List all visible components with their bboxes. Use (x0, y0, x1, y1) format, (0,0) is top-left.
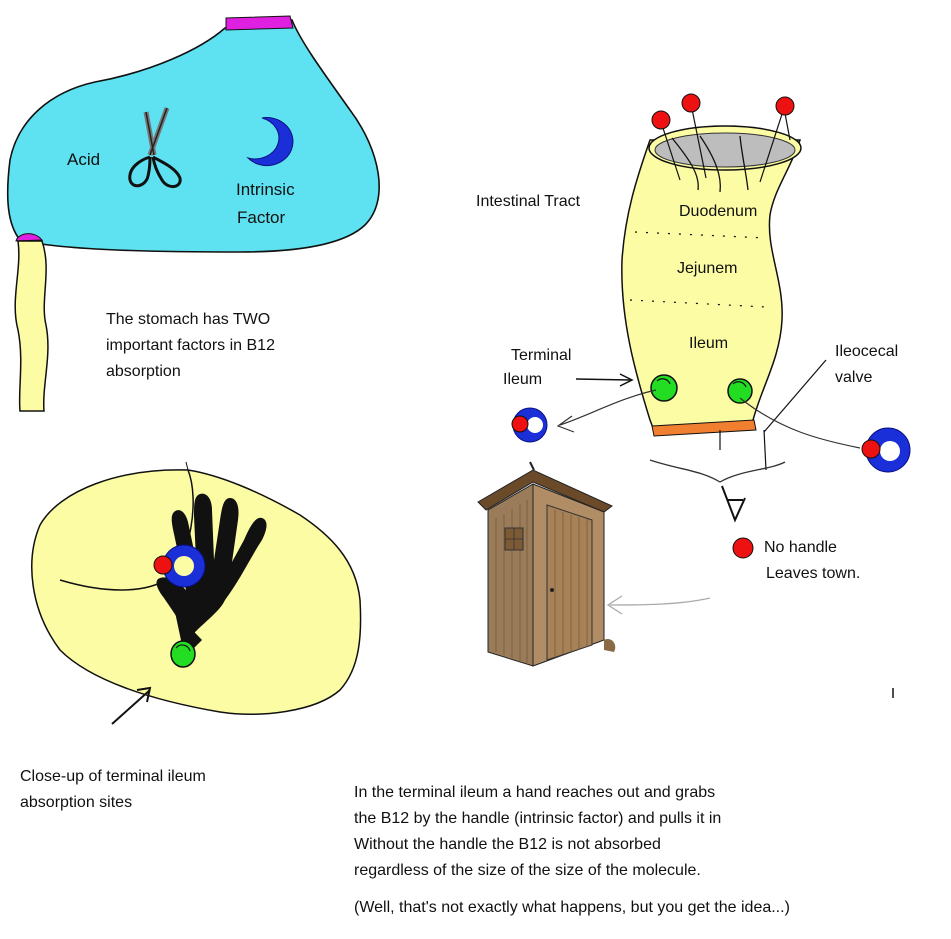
stomach-caption-line: absorption (106, 359, 275, 385)
terminal-label-2: Ileum (503, 370, 542, 389)
no-handle-label-1: No handle (764, 538, 837, 557)
explanation-line: the B12 by the handle (intrinsic factor)… (354, 806, 721, 832)
b12-molecule-icon (682, 94, 700, 112)
closeup (32, 462, 361, 724)
ileum-label: Ileum (689, 334, 728, 353)
outhouse-icon (478, 462, 615, 666)
b12-molecule-icon (776, 97, 794, 115)
stomach-esophagus-opening (226, 16, 293, 30)
waste-brace (650, 460, 785, 482)
b12-molecule-icon (512, 416, 528, 432)
explanation-line: In the terminal ileum a hand reaches out… (354, 780, 721, 806)
explanation-line: Without the handle the B12 is not absorb… (354, 832, 721, 858)
stomach-caption-line: important factors in B12 (106, 333, 275, 359)
intrinsic-label-1: Intrinsic (236, 180, 295, 200)
stomach-caption: The stomach has TWO important factors in… (106, 307, 275, 385)
terminal-label-1: Terminal (511, 346, 571, 365)
passing-b12-complex (862, 428, 910, 472)
intestine-body (622, 140, 800, 433)
closeup-arrow (112, 690, 150, 724)
absorbed-b12-complex (512, 408, 547, 442)
closeup-caption-line: Close-up of terminal ileum (20, 764, 206, 790)
acid-label: Acid (67, 150, 100, 170)
b12-molecule-icon (154, 556, 172, 574)
waste-down-arrow (722, 486, 745, 520)
receptor-site (171, 641, 195, 667)
absorbed-arrow (560, 390, 656, 425)
receptor-site (728, 379, 752, 403)
no-handle-label-2: Leaves town. (766, 564, 860, 583)
explanation-line: regardless of the size of the size of th… (354, 858, 721, 884)
terminal-ileum-pointer (576, 379, 630, 380)
ileocecal-pointer (764, 360, 826, 432)
duodenum-label: Duodenum (679, 202, 757, 221)
ileocecal-label-1: Ileocecal (835, 342, 898, 361)
closeup-caption: Close-up of terminal ileum absorption si… (20, 764, 206, 816)
explanation-text: In the terminal ileum a hand reaches out… (354, 780, 721, 884)
intestinal-tract-title: Intestinal Tract (476, 192, 580, 211)
footnote-text: (Well, that's not exactly what happens, … (354, 898, 790, 917)
b12-molecule-icon (652, 111, 670, 129)
ileocecal-label-2: valve (835, 368, 872, 387)
stomach-caption-line: The stomach has TWO (106, 307, 275, 333)
intestine (478, 94, 910, 698)
b12-molecule-icon (733, 538, 753, 558)
b12-molecule-icon (862, 440, 880, 458)
jejunem-label: Jejunem (677, 259, 737, 278)
stomach-body (8, 20, 379, 252)
intrinsic-label-2: Factor (237, 208, 285, 228)
duodenum-tube (15, 241, 48, 411)
outhouse-arrow (610, 598, 710, 605)
closeup-caption-line: absorption sites (20, 790, 206, 816)
